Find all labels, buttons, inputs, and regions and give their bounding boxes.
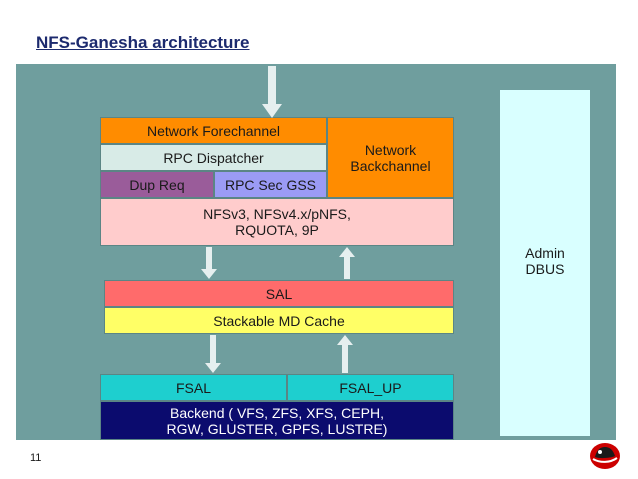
dup-req-box: Dup Req [100,171,214,198]
rpc-dispatcher-box: RPC Dispatcher [100,144,327,171]
fsal-up-box: FSAL_UP [287,374,454,401]
page-number: 11 [30,452,42,464]
arrow-fsalup-to-mdcache [337,335,353,373]
stackable-md-cache-box: Stackable MD Cache [104,307,454,334]
arrow-protocols-to-sal [201,247,217,279]
rpc-sec-gss-box: RPC Sec GSS [214,171,327,198]
fsal-box: FSAL [100,374,287,401]
sal-box: SAL [104,280,454,307]
network-backchannel-box: Network Backchannel [327,117,454,198]
arrow-mdcache-to-fsal [205,335,221,373]
arrow-into-network-forechannel [262,66,282,118]
nfs-protocols-box: NFSv3, NFSv4.x/pNFS, RQUOTA, 9P [100,198,454,246]
red-hat-logo-icon [590,443,620,469]
arrow-sal-to-protocols [339,247,355,279]
page-title: NFS-Ganesha architecture [36,33,250,52]
admin-dbus-box: Admin DBUS [500,90,590,436]
network-forechannel-box: Network Forechannel [100,117,327,144]
backend-box: Backend ( VFS, ZFS, XFS, CEPH, RGW, GLUS… [100,401,454,440]
